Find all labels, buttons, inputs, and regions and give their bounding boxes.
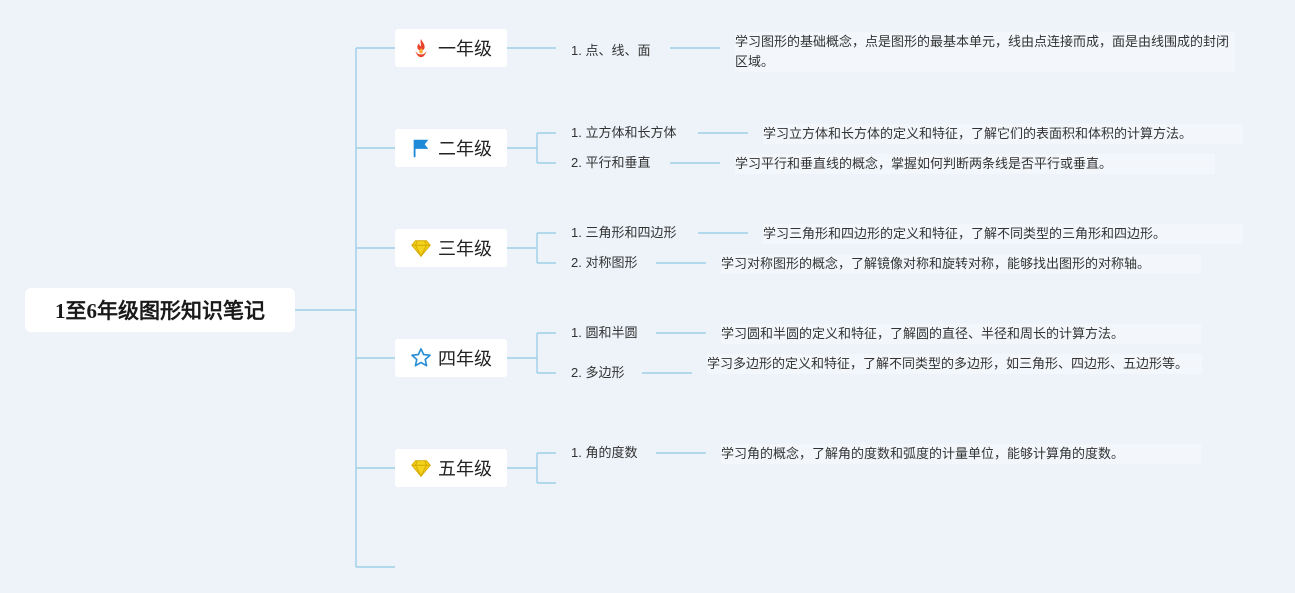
topic-description: 学习圆和半圆的定义和特征，了解圆的直径、半径和周长的计算方法。 xyxy=(721,324,1201,344)
topic-description: 学习立方体和长方体的定义和特征，了解它们的表面积和体积的计算方法。 xyxy=(763,124,1243,144)
grade-node-5[interactable]: 五年级 xyxy=(395,449,507,487)
topic-label[interactable]: 1. 立方体和长方体 xyxy=(571,125,677,140)
topic-label[interactable]: 1. 角的度数 xyxy=(571,445,638,460)
topic-label[interactable]: 2. 平行和垂直 xyxy=(571,155,651,170)
topic-description: 学习图形的基础概念，点是图形的最基本单元，线由点连接而成，面是由线围成的封闭区域… xyxy=(735,32,1235,72)
diamond-icon xyxy=(410,237,432,259)
topic-label[interactable]: 2. 多边形 xyxy=(571,365,625,380)
topic-label[interactable]: 1. 三角形和四边形 xyxy=(571,225,677,240)
grade-node-4[interactable]: 四年级 xyxy=(395,339,507,377)
grade-node-3[interactable]: 三年级 xyxy=(395,229,507,267)
star-icon xyxy=(410,347,432,369)
topic-label[interactable]: 2. 对称图形 xyxy=(571,255,638,270)
topic-label[interactable]: 1. 点、线、面 xyxy=(571,43,651,58)
grade-node-2[interactable]: 二年级 xyxy=(395,129,507,167)
flag-icon xyxy=(410,137,432,159)
grade-label: 三年级 xyxy=(438,239,492,259)
grade-label: 一年级 xyxy=(438,39,492,59)
topic-description: 学习角的概念，了解角的度数和弧度的计量单位，能够计算角的度数。 xyxy=(721,444,1201,464)
root-title: 1至6年级图形知识笔记 xyxy=(55,299,265,323)
root-node[interactable]: 1至6年级图形知识笔记 xyxy=(25,288,295,332)
topic-description: 学习三角形和四边形的定义和特征，了解不同类型的三角形和四边形。 xyxy=(763,224,1243,244)
grade-label: 五年级 xyxy=(438,459,492,479)
grade-label: 四年级 xyxy=(438,349,492,369)
topic-description: 学习平行和垂直线的概念，掌握如何判断两条线是否平行或垂直。 xyxy=(735,154,1215,174)
diamond-icon xyxy=(410,457,432,479)
fire-icon xyxy=(410,37,432,59)
grade-label: 二年级 xyxy=(438,139,492,159)
topic-description: 学习多边形的定义和特征，了解不同类型的多边形，如三角形、四边形、五边形等。 xyxy=(707,354,1202,374)
topic-description: 学习对称图形的概念，了解镜像对称和旋转对称，能够找出图形的对称轴。 xyxy=(721,254,1201,274)
grade-node-1[interactable]: 一年级 xyxy=(395,29,507,67)
topic-label[interactable]: 1. 圆和半圆 xyxy=(571,325,638,340)
